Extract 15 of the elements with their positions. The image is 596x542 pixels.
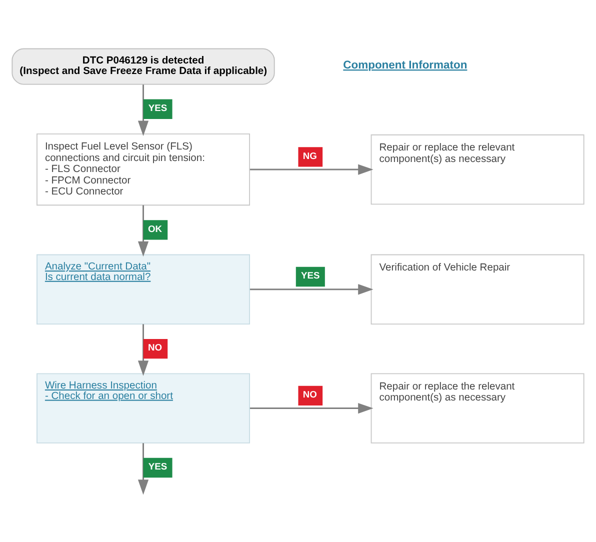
arrow (250, 284, 374, 295)
arrow (250, 164, 374, 175)
edge-label: NG (302, 150, 317, 161)
arrow (138, 324, 149, 376)
arrow (138, 84, 149, 136)
edge-label: OK (148, 224, 162, 234)
edge-label: NO (302, 390, 317, 400)
edge-label: NO (148, 342, 162, 353)
edge-label: YES (148, 462, 168, 472)
edge-label: YES (301, 270, 320, 281)
arrow (138, 205, 149, 257)
label: Component Informaton (343, 60, 468, 72)
arrow (250, 402, 374, 414)
edge-label: YES (148, 103, 168, 114)
arrow (138, 443, 149, 495)
